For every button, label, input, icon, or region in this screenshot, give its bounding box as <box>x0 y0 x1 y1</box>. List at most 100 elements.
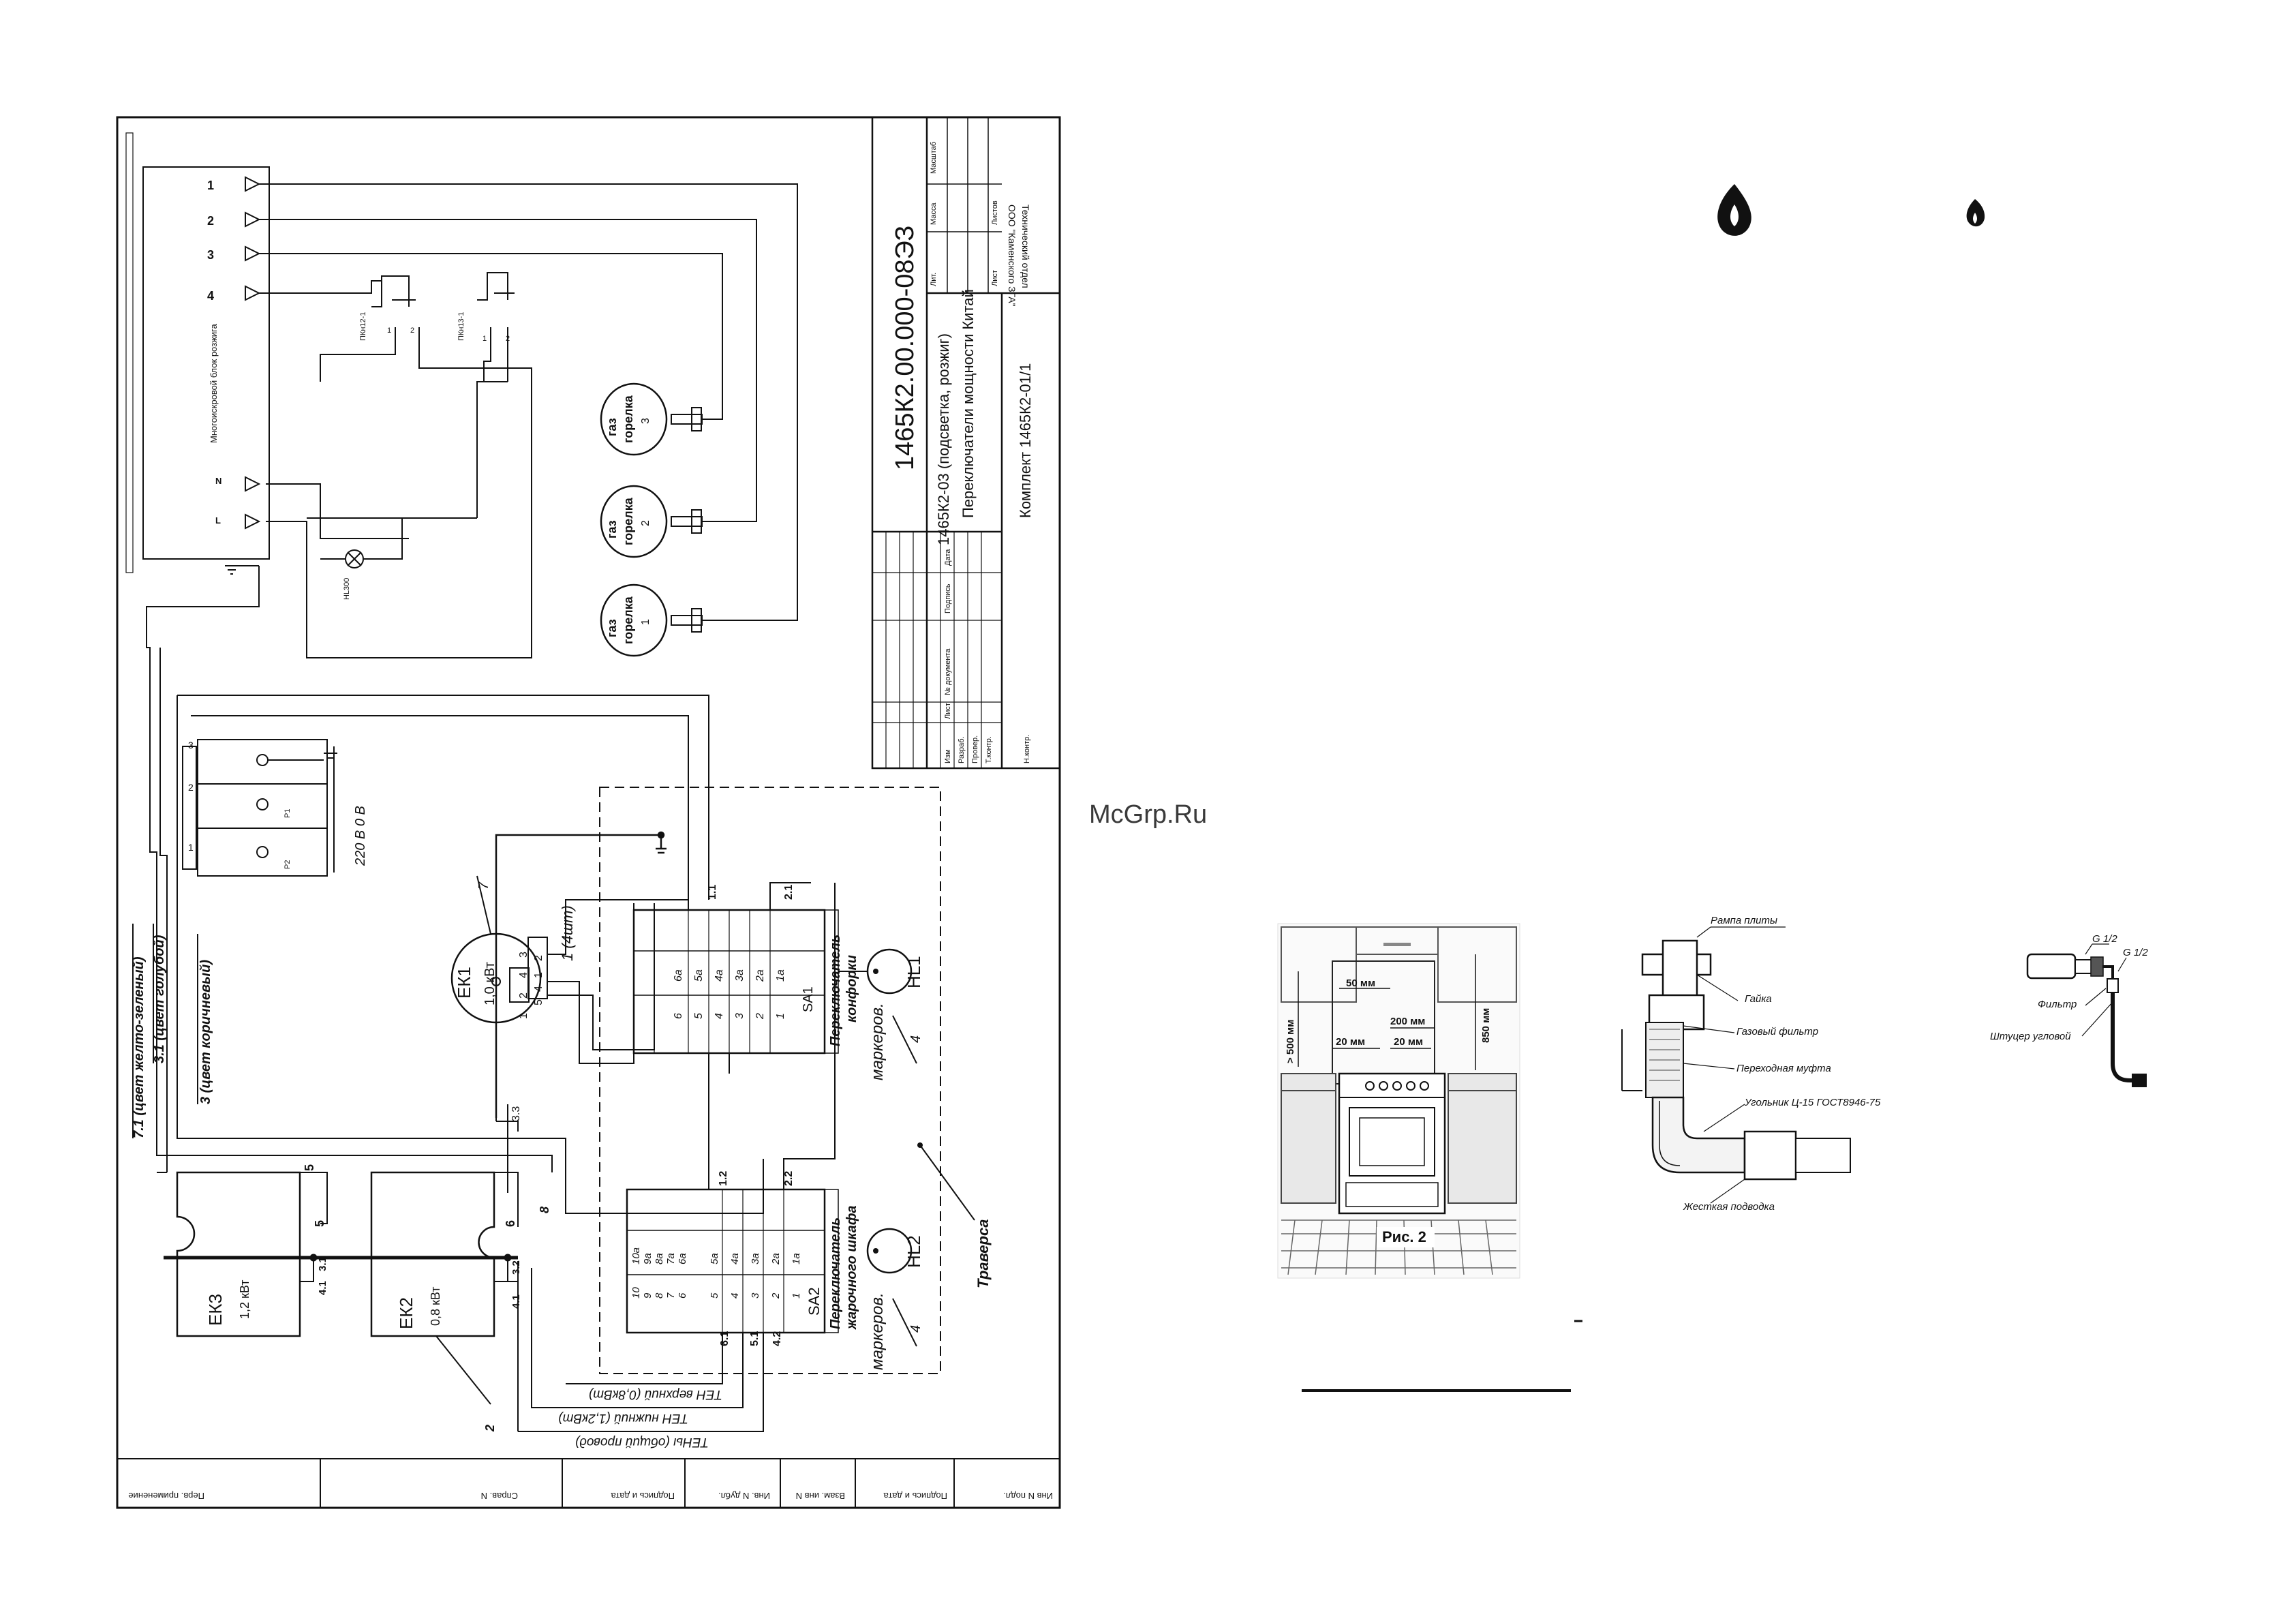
wire-11: 1.1 <box>707 885 718 900</box>
company-line-1: Технический отдел <box>1020 204 1031 288</box>
ek1-pin2-5: 5 <box>533 999 545 1005</box>
sa1-switch: 6а 5а 4а 3а 2а 1а 6 5 4 3 2 1 SA1 Перекл… <box>632 909 887 1080</box>
sa2-top-9a: 9а <box>642 1253 654 1264</box>
title-block <box>871 116 1061 770</box>
ignition-wires <box>266 183 798 621</box>
ek1-pin-4: 4 <box>518 972 530 978</box>
wire-7-leader <box>476 875 491 935</box>
hose-label-filter: Фильтр <box>2038 999 2077 1010</box>
sa1-bot-2: 2 <box>754 1013 766 1020</box>
ten-common: ТЕНы (общий провод) <box>575 1435 709 1449</box>
stamp-sign: Подпись <box>944 583 952 613</box>
tb-label-p2: P2 <box>284 860 292 869</box>
tb-pin-3: 3 <box>188 740 194 750</box>
sa1-title-2: конфорки <box>844 955 859 1022</box>
sa2-switch: 10а 9а 8а 7а 6а 5а 4а 3а 2а 1а 10 9 8 7 … <box>626 1188 887 1370</box>
hl1-label: HL1 <box>904 956 924 988</box>
hose-label-g1: G 1/2 <box>2092 933 2117 945</box>
ten-lower: ТЕН нижний (1,2кВт) <box>558 1411 688 1425</box>
wire-41-ek3: 4.1 <box>317 1281 328 1295</box>
sa1-top-2a: 2а <box>754 969 766 982</box>
ignition-connectors <box>245 176 266 530</box>
col-scale: Масштаб <box>930 142 938 174</box>
lamp-label: HL300 <box>343 578 351 600</box>
gas-connection-figure: Рампа плиты Гайка Газовый фильтр Переход… <box>1621 915 1881 1213</box>
sa2-top-5a: 5а <box>709 1253 720 1264</box>
drawing-number: 1465К2.00.000-08ЭЗ <box>891 226 919 470</box>
sa2-markers: маркеров. <box>868 1292 887 1370</box>
cell-sign2: Подпись и дата <box>883 1491 947 1501</box>
burner-3-line2: горелка <box>622 395 635 443</box>
burner-2-line1: газ <box>605 520 619 539</box>
ek1-pin2-4: 4 <box>533 986 545 992</box>
gas-label-pipe: Жесткая подводка <box>1683 1201 1775 1213</box>
wire-label-leaders <box>132 924 198 1138</box>
sa1-top-5a: 5а <box>693 969 705 982</box>
dim-500: > 500 мм <box>1285 1020 1296 1063</box>
switch-panel-outline <box>599 787 941 1374</box>
sa2-top-3a: 3а <box>750 1253 761 1264</box>
wire-8: 8 <box>538 1207 551 1213</box>
burner-3: газ горелка 3 <box>600 382 703 456</box>
sw2-pin1: 1 <box>483 335 487 343</box>
drawing-title-2: Переключатели мощности Китай <box>960 289 977 518</box>
wire-5: 5 <box>303 1164 316 1171</box>
sa2-bot-6: 6 <box>677 1292 688 1299</box>
ek2-power: 0,8 кВт <box>429 1286 442 1326</box>
sa2-bot-8: 8 <box>654 1292 665 1299</box>
dim-20a: 20 мм <box>1336 1036 1365 1048</box>
sa1-bot-6: 6 <box>673 1013 684 1019</box>
stamp-list: Лист <box>944 703 952 719</box>
terminal-2: 2 <box>207 214 214 228</box>
ek1-pin-1: 1 <box>518 1013 530 1019</box>
sa2-top-10a: 10а <box>630 1247 642 1264</box>
stamp-doc: № документа <box>944 648 952 695</box>
lamp-hl300 <box>307 381 508 568</box>
sa1-top-1a: 1а <box>775 969 786 982</box>
sa1-bot-1: 1 <box>775 1013 786 1019</box>
sa2-top-7a: 7а <box>665 1253 677 1264</box>
ignition-block-label: Многоискровой блок розжига <box>209 323 219 443</box>
sw1-pin2: 2 <box>410 327 414 335</box>
sa2-bot-5: 5 <box>709 1292 720 1299</box>
bottom-cells <box>320 1459 955 1508</box>
ek1: ЕК1 1,0 кВт 1 2 4 3 5 4 1 2 <box>450 932 548 1024</box>
col-sheet: Лист <box>991 270 999 286</box>
terminal-block <box>182 739 337 877</box>
ek1-pin-2: 2 <box>518 992 530 999</box>
terminal-l: L <box>215 515 221 526</box>
burner-2-num: 2 <box>640 520 652 526</box>
role-tkontr: Т.контр. <box>985 736 993 763</box>
role-nkontr: Н.контр. <box>1023 735 1031 763</box>
sa2-top-8a: 8а <box>654 1253 665 1264</box>
wire-4-hl1: 4 <box>908 1035 923 1043</box>
burner-3-num: 3 <box>640 418 652 424</box>
sa2-bot-1: 1 <box>791 1293 802 1299</box>
ignition-block <box>125 132 270 573</box>
burner-2: газ горелка 2 <box>600 485 703 558</box>
burner-2-line2: горелка <box>622 497 635 545</box>
col-mass: Масса <box>930 202 938 225</box>
dim-20b: 20 мм <box>1394 1036 1423 1048</box>
sa2-top-1a: 1а <box>791 1253 802 1264</box>
wire-51: 5.1 <box>749 1331 761 1346</box>
hl2-lamp: HL2 4 <box>866 1228 924 1347</box>
drawing-kit: Комплект 1465К2-01/1 <box>1017 363 1034 518</box>
flame-icon-small <box>1966 199 1985 227</box>
sa2-top-6a: 6а <box>677 1253 688 1264</box>
cell-sprav: Справ. N <box>481 1491 518 1501</box>
wire-33: 3.3 <box>510 1106 522 1121</box>
terminal-4: 4 <box>207 289 214 303</box>
role-prover: Провер. <box>971 735 979 763</box>
ek3-name: ЕК3 <box>205 1294 226 1326</box>
traverse: Траверса <box>917 1142 992 1288</box>
cell-sign1: Подпись и дата <box>611 1491 675 1501</box>
wire-3-label: 3 (цвет коричневый) <box>198 960 213 1104</box>
sa2-bot-7: 7 <box>665 1292 677 1299</box>
role-razrab: Разраб. <box>958 736 966 763</box>
sa2-bot-3: 3 <box>750 1292 761 1299</box>
installation-caption: Рис. 2 <box>1382 1228 1426 1245</box>
wire-42: 4.2 <box>771 1331 783 1346</box>
burner-1: газ горелка 1 <box>600 583 703 657</box>
